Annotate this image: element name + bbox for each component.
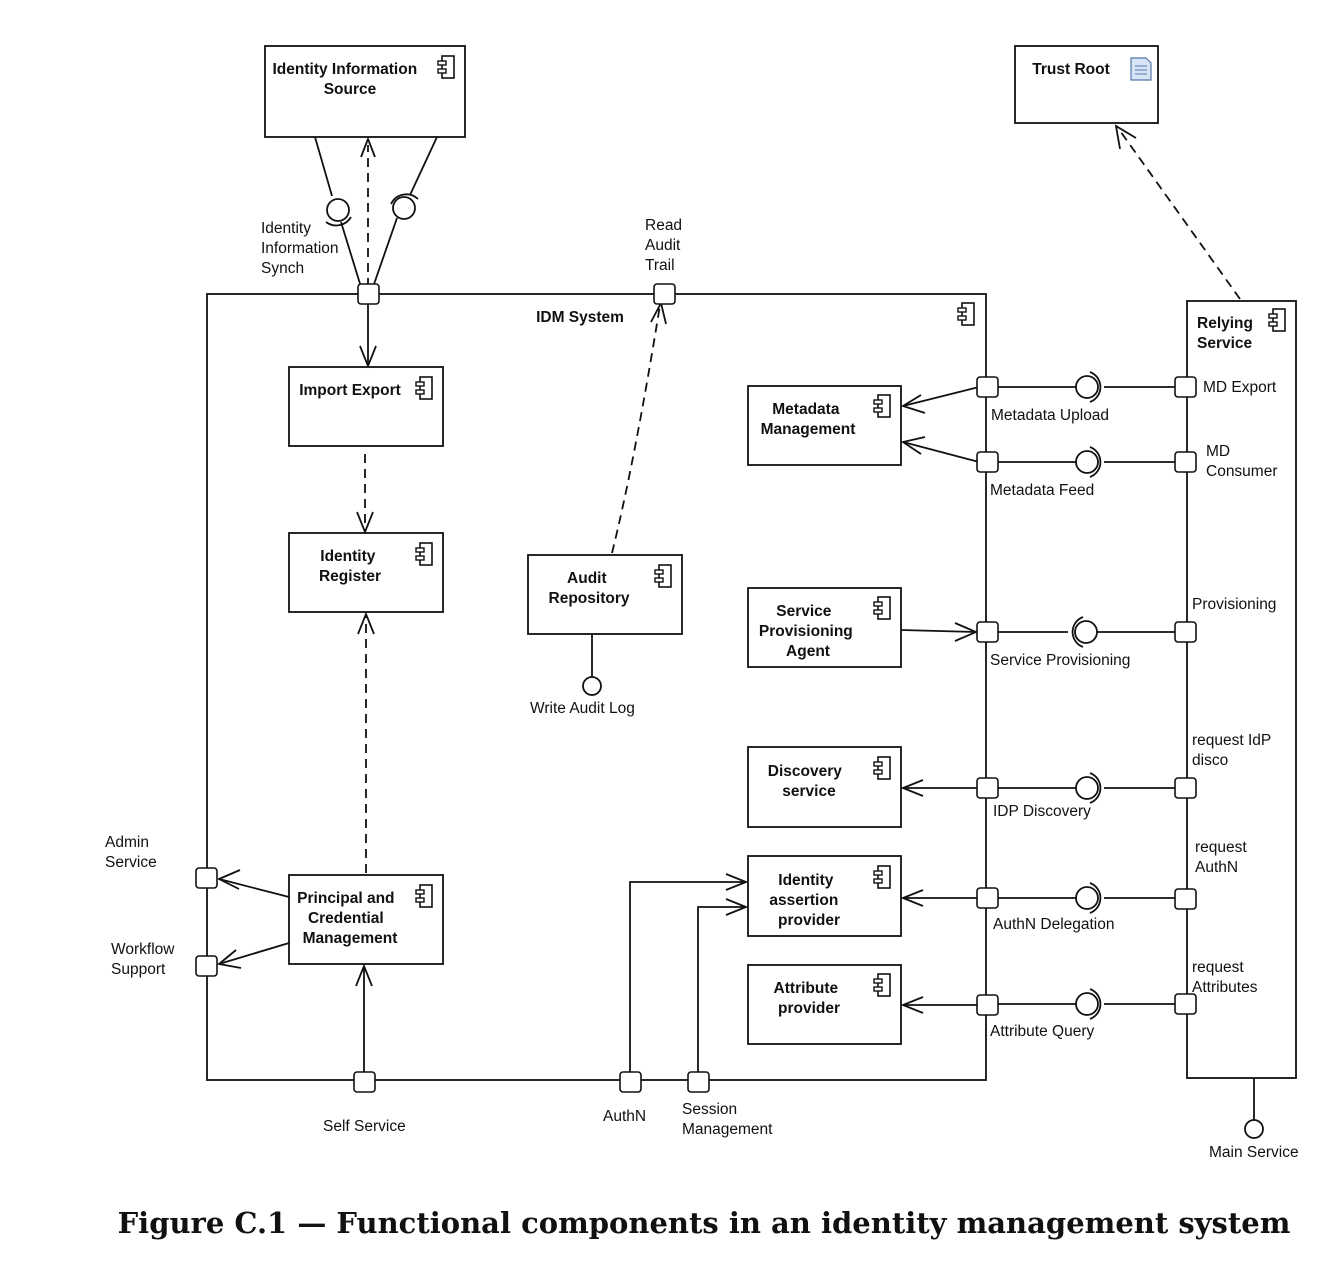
port-workflow-support	[195, 955, 218, 977]
attribute-provider-box: Attribute provider	[747, 964, 902, 1045]
main-service-lollipop	[1244, 1078, 1264, 1139]
metadata-feed-label: Metadata Feed	[990, 482, 1094, 499]
assembly-connectors	[996, 371, 1176, 1020]
service-provisioning-agent-box: Service Provisioning Agent	[747, 587, 902, 668]
request-attributes-label: request Attributes	[1192, 959, 1258, 996]
service-provisioning-agent-label: Service Provisioning Agent	[759, 603, 857, 660]
port-metadata-feed	[976, 451, 999, 473]
write-audit-log-label: Write Audit Log	[530, 700, 635, 717]
trust-root-dependency	[1114, 124, 1241, 300]
authn-delegation-label: AuthN Delegation	[993, 916, 1115, 933]
port-service-provisioning	[976, 621, 999, 643]
port-md-export	[1174, 376, 1197, 398]
authn-label: AuthN	[603, 1108, 646, 1125]
port-authn-delegation	[976, 887, 999, 909]
import-to-register-dependency	[356, 454, 374, 535]
port-metadata-upload	[976, 376, 999, 398]
import-export-box: Import Export	[288, 366, 444, 447]
self-service-connector	[355, 963, 373, 1073]
metadata-management-label: Metadata Management	[761, 401, 856, 438]
write-audit-log-lollipop	[582, 676, 602, 696]
port-request-attributes	[1174, 993, 1197, 1015]
admin-service-label: Admin Service	[105, 834, 157, 871]
relying-service-box: Relying Service	[1186, 300, 1297, 1079]
audit-dependency	[582, 300, 667, 696]
port-admin-service	[195, 867, 218, 889]
principal-credential-box: Principal and Credential Management	[288, 874, 444, 965]
port-idp-discovery	[976, 777, 999, 799]
service-provisioning-label: Service Provisioning	[990, 652, 1130, 669]
attribute-provider-label: Attribute provider	[774, 980, 843, 1017]
principal-to-register-dependency	[357, 611, 375, 873]
figure-caption: Figure C.1 — Functional components in an…	[117, 1206, 1291, 1240]
self-service-label: Self Service	[323, 1118, 406, 1135]
identity-register-box: Identity Register	[288, 532, 444, 613]
identity-register-label: Identity Register	[319, 548, 381, 585]
discovery-service-box: Discovery service	[747, 746, 902, 828]
identity-information-synch-label: Identity Information Synch	[261, 220, 343, 277]
md-export-label: MD Export	[1203, 379, 1277, 396]
main-service-label: Main Service	[1209, 1144, 1299, 1161]
identity-information-source-label: Identity Information Source	[273, 61, 422, 98]
ports	[195, 283, 1197, 1093]
principal-credential-label: Principal and Credential Management	[297, 890, 399, 947]
metadata-upload-label: Metadata Upload	[991, 407, 1109, 424]
request-idp-disco-label: request IdP disco	[1192, 732, 1275, 769]
port-provisioning	[1174, 621, 1197, 643]
attribute-query-label: Attribute Query	[990, 1023, 1094, 1040]
request-authn-label: request AuthN	[1195, 839, 1251, 876]
port-self-service	[353, 1071, 376, 1093]
port-request-authn	[1174, 888, 1197, 910]
principal-to-admin-workflow	[216, 869, 290, 969]
trust-root-label: Trust Root	[1032, 61, 1110, 78]
port-attribute-query	[976, 994, 999, 1016]
document-icon	[1130, 57, 1152, 81]
import-export-label: Import Export	[299, 382, 401, 399]
discovery-service-label: Discovery service	[768, 763, 846, 800]
internal-port-connectors	[900, 386, 980, 1014]
trust-root-box: Trust Root	[1014, 45, 1159, 124]
synch-connectors	[314, 136, 438, 369]
identity-assertion-provider-label: Identity assertion provider	[769, 872, 842, 929]
provisioning-label: Provisioning	[1192, 596, 1276, 613]
port-md-consumer	[1174, 451, 1197, 473]
port-authn	[619, 1071, 642, 1093]
metadata-management-box: Metadata Management	[747, 385, 902, 466]
md-consumer-label: MD Consumer	[1206, 443, 1278, 480]
read-audit-trail-label: Read Audit Trail	[645, 217, 686, 274]
port-session-management	[687, 1071, 710, 1093]
audit-repository-label: Audit Repository	[549, 570, 630, 607]
port-request-idp-disco	[1174, 777, 1197, 799]
idp-discovery-label: IDP Discovery	[993, 803, 1091, 820]
uml-component-diagram: Identity Information Source Trust Root I…	[105, 45, 1299, 1161]
workflow-support-label: Workflow Support	[111, 941, 179, 978]
identity-assertion-provider-box: Identity assertion provider	[747, 855, 902, 937]
identity-information-source-box: Identity Information Source	[264, 45, 466, 138]
session-management-label: Session Management	[682, 1101, 773, 1138]
port-read-audit-trail	[653, 283, 676, 305]
idm-system-label: IDM System	[536, 309, 624, 326]
port-identity-synch	[357, 283, 380, 305]
audit-repository-box: Audit Repository	[527, 554, 683, 635]
authn-session-connectors	[629, 873, 749, 1073]
relying-service-label: Relying Service	[1197, 315, 1257, 352]
